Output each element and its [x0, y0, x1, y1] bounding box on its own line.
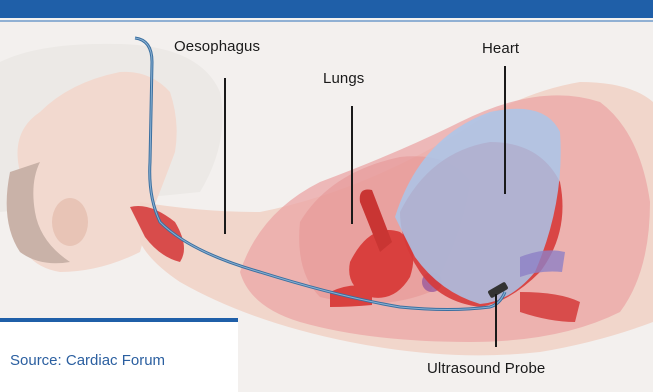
header-bar	[0, 0, 653, 18]
oesophagus-label: Oesophagus	[174, 38, 260, 55]
source-caption: Source: Cardiac Forum	[0, 318, 238, 392]
source-caption-border	[0, 318, 238, 322]
probe-label: Ultrasound Probe	[427, 360, 545, 377]
heart-label: Heart	[482, 40, 519, 57]
source-text: Source: Cardiac Forum	[10, 352, 165, 369]
lungs-label: Lungs	[323, 70, 364, 87]
